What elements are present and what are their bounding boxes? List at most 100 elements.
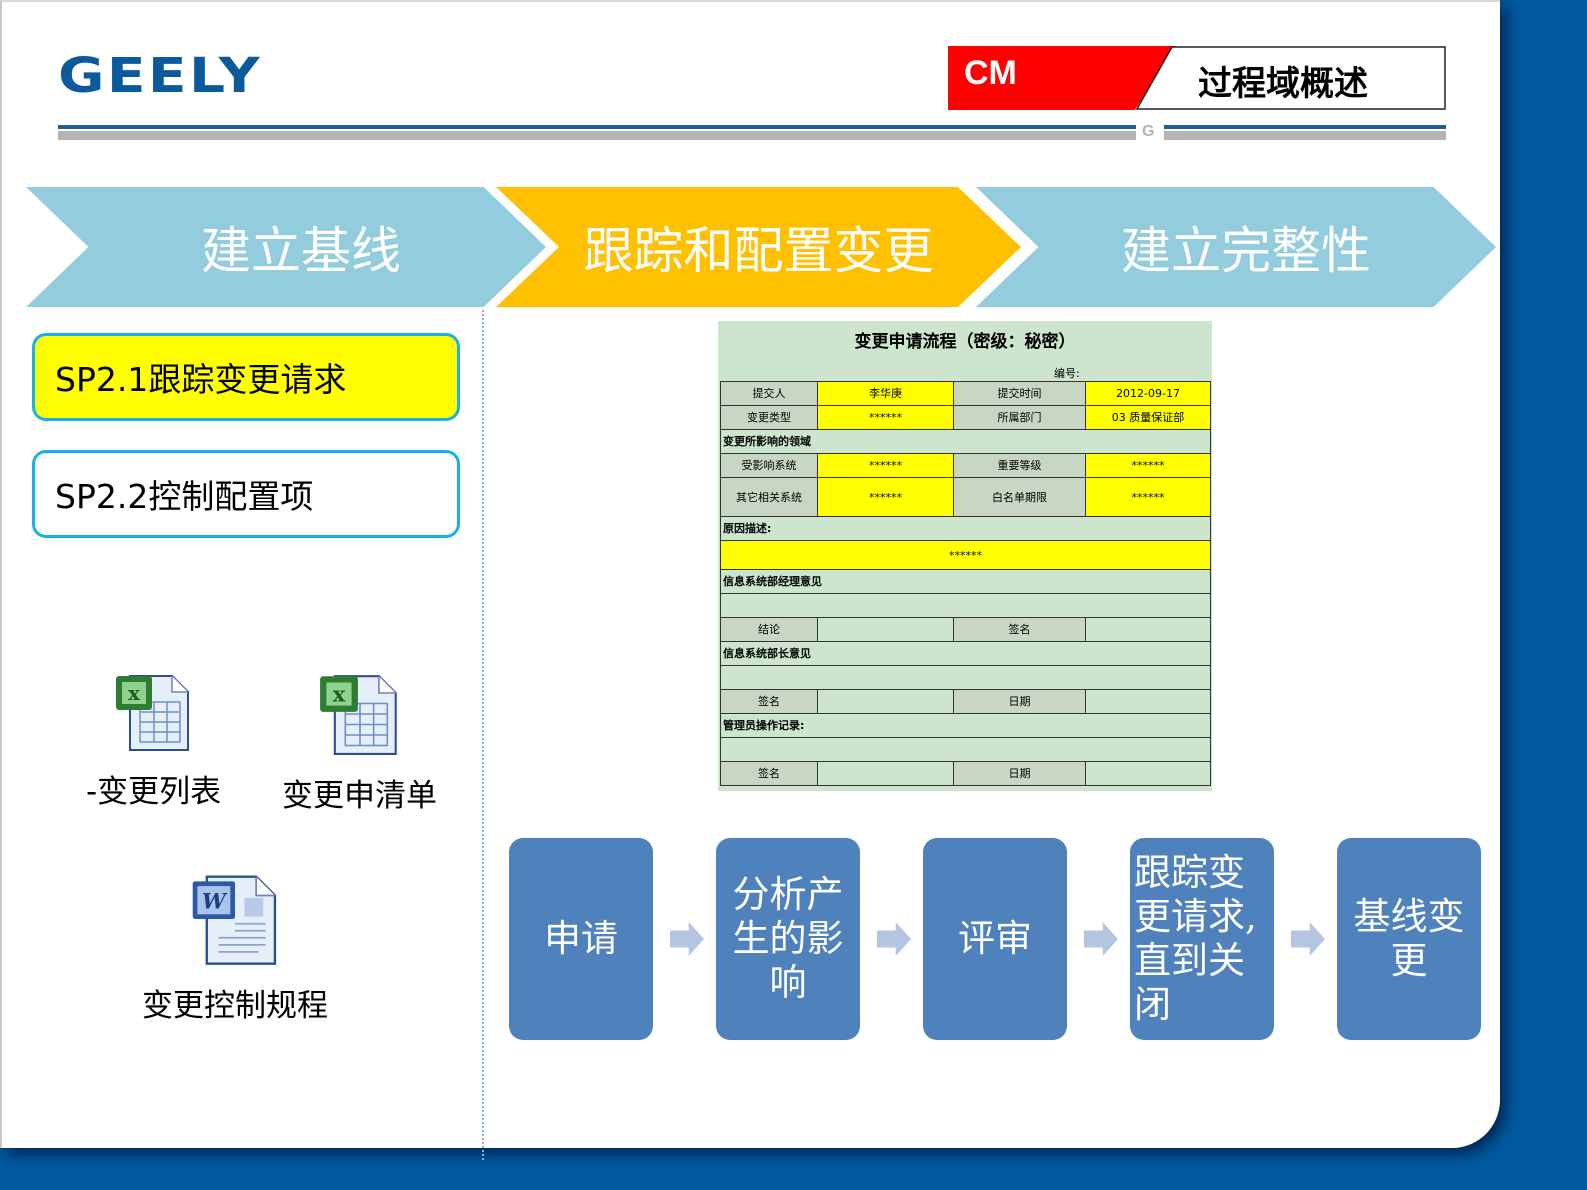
arrow-right-icon — [1084, 922, 1118, 956]
form-title: 变更申请流程（密级：秘密） — [854, 332, 1076, 352]
form-table: 提交人 李华庚 提交时间 2012-09-17 变更类型 ****** 所属部门… — [720, 381, 1211, 786]
table-row: 变更所影响的领域 — [720, 429, 1211, 454]
importance-label: 重要等级 — [953, 453, 1086, 478]
table-row: 管理员操作记录: — [720, 713, 1211, 738]
director-opinion-field[interactable] — [720, 665, 1211, 690]
svg-text:x: x — [128, 681, 141, 705]
slide: GEELY CM 过程域概述 G 建立基线 跟踪和配置变更 建立完整性 SP2.… — [0, 0, 1500, 1160]
manager-opinion-field[interactable] — [720, 593, 1211, 618]
step-apply[interactable]: 申请 — [509, 838, 653, 1040]
phase-establish-integrity[interactable]: 建立完整性 — [976, 187, 1496, 307]
affected-system-label: 受影响系统 — [720, 453, 818, 478]
table-row: ****** — [720, 540, 1211, 570]
sign-label: 签名 — [720, 761, 818, 786]
cm-tag: CM — [964, 54, 1017, 92]
submitter-value[interactable]: 李华庚 — [817, 381, 954, 406]
reason-section: 原因描述: — [720, 516, 1211, 541]
phase-label: 建立基线 — [201, 222, 401, 280]
table-row: 原因描述: — [720, 516, 1211, 541]
table-row: 结论 签名 — [720, 617, 1211, 642]
header-rule-gray — [58, 131, 1446, 140]
cm-tag-background — [948, 46, 1176, 110]
sign-field[interactable] — [817, 689, 954, 714]
change-request-form: 变更申请流程（密级：秘密） 编号: 提交人 李华庚 提交时间 2012-09-1… — [718, 321, 1212, 791]
affected-system-value[interactable]: ****** — [817, 453, 954, 478]
page-title: 过程域概述 — [1198, 64, 1368, 104]
step-review[interactable]: 评审 — [923, 838, 1067, 1040]
sign-field[interactable] — [817, 761, 954, 786]
table-row: 提交人 李华庚 提交时间 2012-09-17 — [720, 381, 1211, 406]
manager-opinion-section: 信息系统部经理意见 — [720, 569, 1211, 594]
word-file-icon: W — [187, 872, 283, 970]
subpractice-sp2-1[interactable]: SP2.1跟踪变更请求 — [32, 333, 460, 421]
step-label: 评审 — [958, 917, 1032, 960]
excel-file-icon: x — [317, 672, 403, 760]
admin-record-field[interactable] — [720, 737, 1211, 762]
arrow-right-icon — [877, 922, 911, 956]
step-label: 跟踪变更请求,直到关闭 — [1134, 851, 1257, 1026]
svg-text:W: W — [202, 888, 228, 913]
phase-track-control-changes[interactable]: 跟踪和配置变更 — [496, 187, 1021, 307]
header-rule-mark: G — [1142, 123, 1155, 140]
geely-logo: GEELY — [58, 48, 262, 104]
arrow-right-icon — [670, 922, 704, 956]
title-frame — [1136, 46, 1446, 110]
file-change-control-procedure[interactable]: W 变更控制规程 — [142, 872, 328, 1025]
svg-text:x: x — [332, 681, 345, 706]
step-label: 基线变更 — [1353, 895, 1465, 982]
date-label: 日期 — [953, 761, 1086, 786]
table-row: 其它相关系统 ****** 白名单期限 ****** — [720, 477, 1211, 517]
table-row — [720, 593, 1211, 618]
table-row: 信息系统部经理意见 — [720, 569, 1211, 594]
reason-value[interactable]: ****** — [720, 540, 1211, 570]
other-system-value[interactable]: ****** — [817, 477, 954, 517]
phase-label: 建立完整性 — [1121, 222, 1371, 280]
file-change-request[interactable]: x 变更申清单 — [282, 672, 437, 815]
importance-value[interactable]: ****** — [1085, 453, 1211, 478]
step-baseline-change[interactable]: 基线变更 — [1337, 838, 1481, 1040]
date-field[interactable] — [1085, 761, 1211, 786]
department-value[interactable]: 03 质量保证部 — [1085, 405, 1211, 430]
whitelist-label: 白名单期限 — [953, 477, 1086, 517]
form-number-label: 编号: — [1054, 367, 1080, 380]
file-label: 变更控制规程 — [142, 988, 328, 1024]
subpractice-sp2-2[interactable]: SP2.2控制配置项 — [32, 450, 460, 538]
sign-label: 签名 — [720, 689, 818, 714]
table-row: 变更类型 ****** 所属部门 03 质量保证部 — [720, 405, 1211, 430]
affected-area-section: 变更所影响的领域 — [720, 429, 1211, 454]
file-label: 变更申清单 — [282, 778, 437, 814]
table-row — [720, 737, 1211, 762]
conclusion-field[interactable] — [817, 617, 954, 642]
header-rule-blue — [58, 125, 1446, 129]
subpractice-label: SP2.2控制配置项 — [55, 477, 314, 516]
table-row: 签名 日期 — [720, 689, 1211, 714]
other-system-label: 其它相关系统 — [720, 477, 818, 517]
arrow-right-icon — [1291, 922, 1325, 956]
phase-establish-baseline[interactable]: 建立基线 — [26, 187, 546, 307]
department-label: 所属部门 — [953, 405, 1086, 430]
step-track-until-closed[interactable]: 跟踪变更请求,直到关闭 — [1130, 838, 1274, 1040]
table-row: 签名 日期 — [720, 761, 1211, 786]
date-field[interactable] — [1085, 689, 1211, 714]
conclusion-label: 结论 — [720, 617, 818, 642]
admin-record-section: 管理员操作记录: — [720, 713, 1211, 738]
submit-time-value[interactable]: 2012-09-17 — [1085, 381, 1211, 406]
vertical-divider — [482, 310, 484, 1160]
change-type-label: 变更类型 — [720, 405, 818, 430]
date-label: 日期 — [953, 689, 1086, 714]
change-type-value[interactable]: ****** — [817, 405, 954, 430]
step-analyze-impact[interactable]: 分析产生的影响 — [716, 838, 860, 1040]
excel-file-icon: x — [114, 672, 194, 756]
step-label: 分析产生的影响 — [732, 873, 844, 1004]
subpractice-label: SP2.1跟踪变更请求 — [55, 360, 347, 399]
table-row: 信息系统部长意见 — [720, 641, 1211, 666]
sign-field[interactable] — [1085, 617, 1211, 642]
submit-time-label: 提交时间 — [953, 381, 1086, 406]
step-label: 申请 — [544, 917, 618, 960]
sign-label: 签名 — [953, 617, 1086, 642]
submitter-label: 提交人 — [720, 381, 818, 406]
file-change-list[interactable]: x -变更列表 — [86, 672, 221, 811]
whitelist-value[interactable]: ****** — [1085, 477, 1211, 517]
header-rule-gap — [1136, 122, 1164, 144]
table-row: 受影响系统 ****** 重要等级 ****** — [720, 453, 1211, 478]
